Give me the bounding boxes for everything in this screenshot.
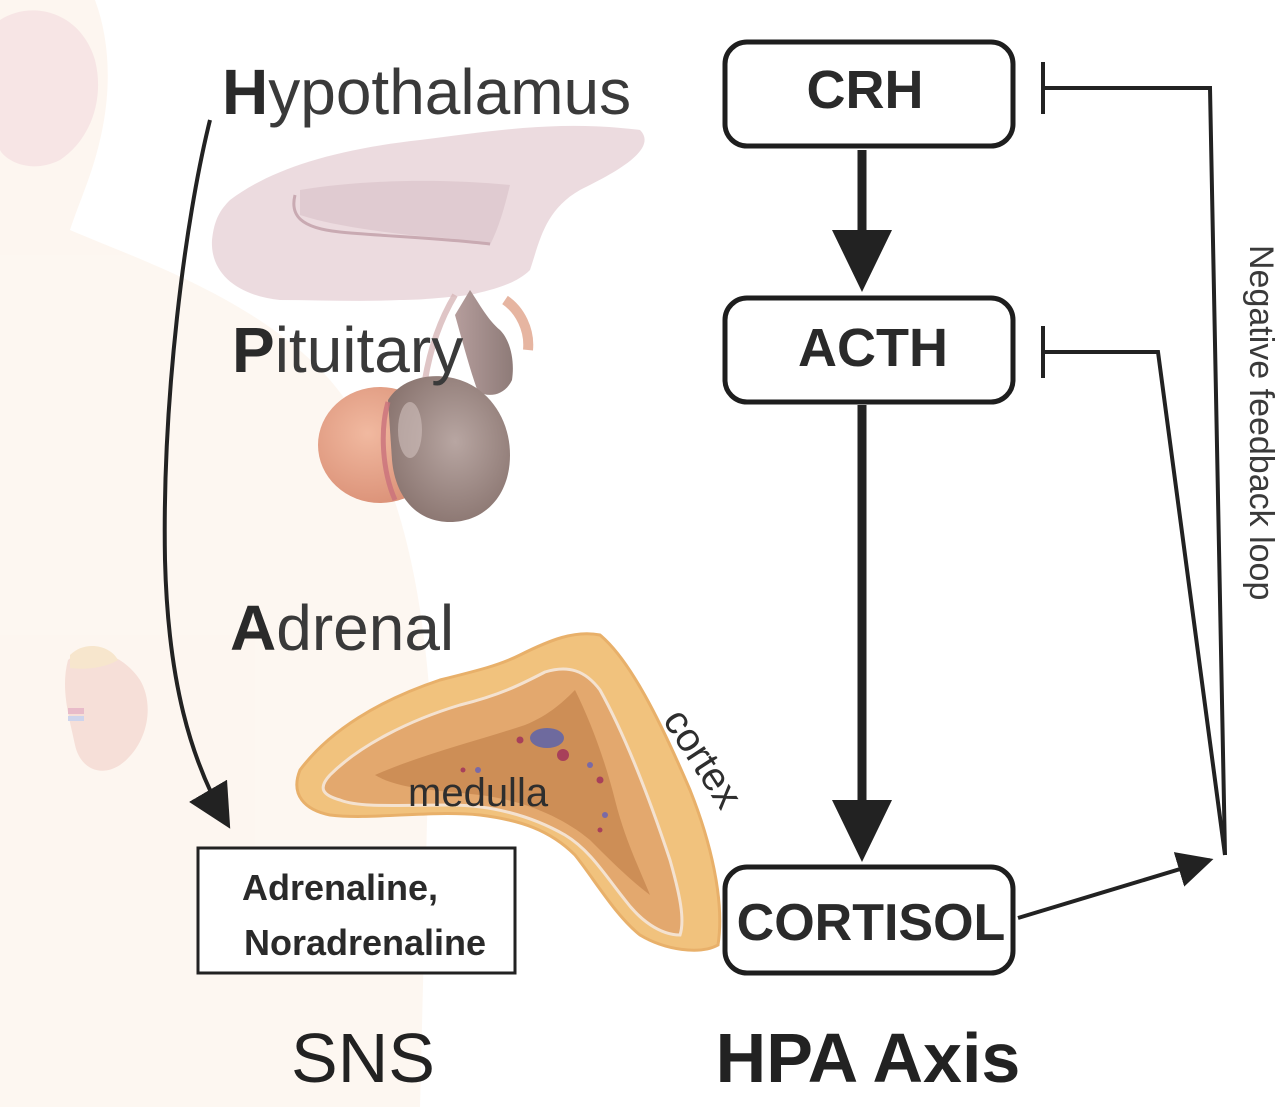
negative-feedback-loop (1017, 62, 1227, 920)
adrenaline-label: Adrenaline, (242, 867, 438, 908)
negative-feedback-label: Negative feedback loop (1242, 245, 1280, 600)
acth-box: ACTH (722, 295, 1016, 405)
brain-icon (0, 10, 99, 167)
hpa-axis-footer-label: HPA Axis (716, 1019, 1021, 1097)
crh-label: CRH (807, 60, 924, 120)
crh-box: CRH (722, 39, 1016, 149)
adrenal-label: Adrenal (230, 592, 454, 664)
noradrenaline-label: Noradrenaline (244, 922, 486, 963)
cortisol-box: CORTISOL (722, 864, 1016, 976)
sns-footer-label: SNS (291, 1019, 435, 1097)
kidney-icon (65, 651, 148, 771)
acth-label: ACTH (798, 318, 948, 378)
adrenal-illustration (295, 632, 722, 952)
cortisol-label: CORTISOL (737, 894, 1006, 952)
hypothalamus-label: Hypothalamus (222, 56, 631, 128)
sns-arrow (162, 119, 231, 829)
pituitary-illustration (211, 125, 645, 522)
background-body-silhouette (0, 0, 430, 1107)
pituitary-label: Pituitary (232, 314, 463, 386)
sns-output-box: Adrenaline, Noradrenaline (196, 846, 517, 975)
medulla-label: medulla (408, 771, 549, 815)
